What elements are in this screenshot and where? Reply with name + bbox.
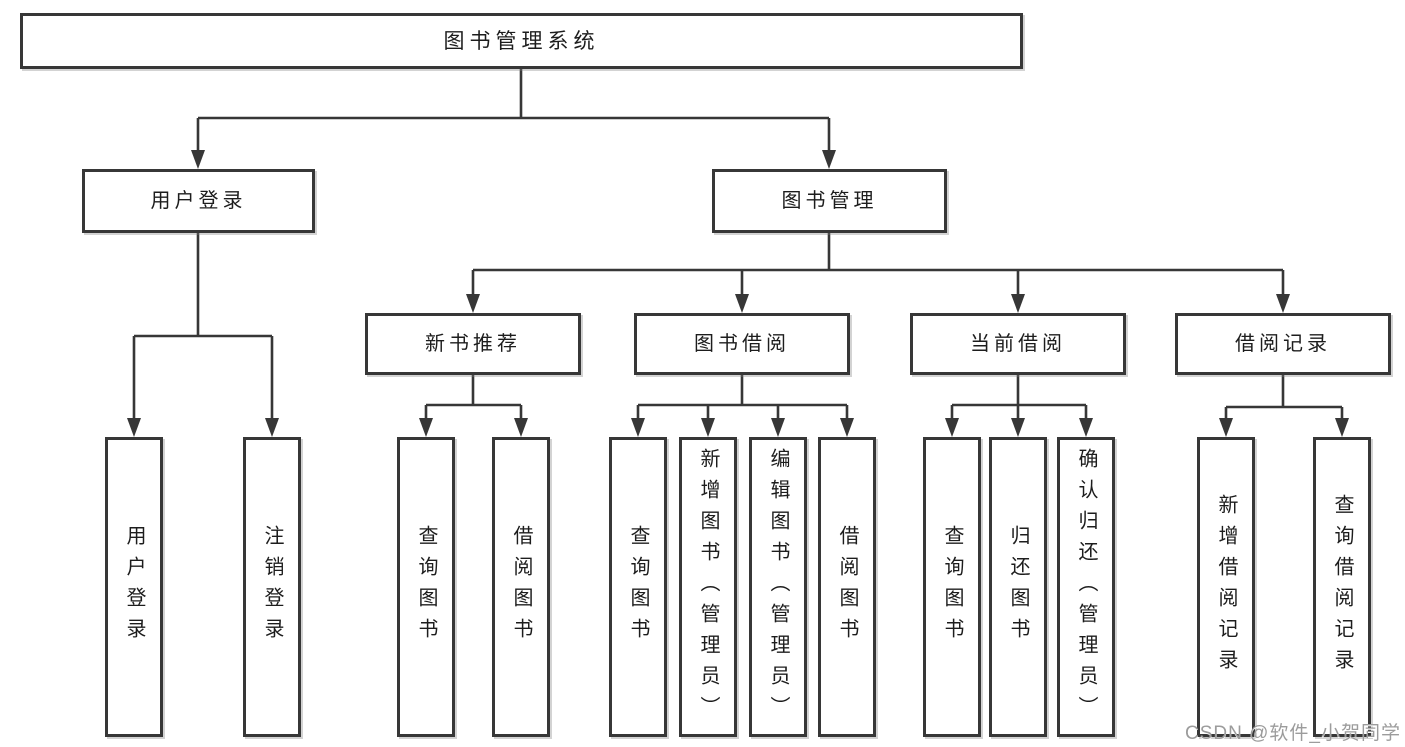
node-user-login-label: 用户登录: [150, 190, 247, 212]
node-current-borrowing: 当前借阅: [910, 313, 1126, 375]
node-library-system: 图书管理系统: [20, 13, 1023, 69]
node-book-management: 图书管理: [712, 169, 947, 233]
node-new-book-recommend-label: 新书推荐: [425, 333, 521, 355]
leaf-query-books-current-label: 查询图书: [941, 525, 963, 649]
node-library-system-label: 图书管理系统: [443, 29, 600, 53]
node-book-borrowing-label: 图书借阅: [694, 333, 790, 355]
connector-user-login-children: [132, 233, 274, 419]
leaf-confirm-return-admin: 确认归还（管理员）: [1057, 437, 1115, 737]
leaf-borrow-books-borrowing: 借阅图书: [818, 437, 876, 737]
leaf-logout: 注销登录: [243, 437, 301, 737]
node-borrow-records: 借阅记录: [1175, 313, 1391, 375]
connector-book-borrowing-children: [636, 375, 849, 419]
leaf-return-books-label: 归还图书: [1007, 525, 1029, 649]
leaf-add-borrow-record: 新增借阅记录: [1197, 437, 1255, 737]
leaf-logout-label: 注销登录: [261, 525, 283, 649]
connector-new-book-children: [424, 375, 523, 419]
leaf-confirm-return-admin-label: 确认归还（管理员）: [1075, 447, 1097, 727]
leaf-query-books-current: 查询图书: [923, 437, 981, 737]
leaf-borrow-books-borrowing-label: 借阅图书: [836, 525, 858, 649]
leaf-query-books-recommend: 查询图书: [397, 437, 455, 737]
node-current-borrowing-label: 当前借阅: [970, 333, 1066, 355]
leaf-user-login-label: 用户登录: [123, 525, 145, 649]
node-book-borrowing: 图书借阅: [634, 313, 850, 375]
leaf-query-books-recommend-label: 查询图书: [415, 525, 437, 649]
connector-current-borrowing-children: [950, 375, 1088, 419]
leaf-borrow-books-recommend: 借阅图书: [492, 437, 550, 737]
leaf-add-book-admin: 新增图书（管理员）: [679, 437, 737, 737]
leaf-user-login: 用户登录: [105, 437, 163, 737]
watermark: CSDN @软件_小贺同学: [1185, 723, 1401, 744]
leaf-query-borrow-record: 查询借阅记录: [1313, 437, 1371, 737]
leaf-borrow-books-recommend-label: 借阅图书: [510, 525, 532, 649]
node-book-management-label: 图书管理: [781, 190, 878, 212]
leaf-edit-book-admin: 编辑图书（管理员）: [749, 437, 807, 737]
leaf-add-borrow-record-label: 新增借阅记录: [1215, 494, 1237, 680]
connector-book-management-children: [471, 233, 1285, 295]
node-borrow-records-label: 借阅记录: [1235, 333, 1331, 355]
connector-root-to-level2: [196, 69, 831, 151]
leaf-return-books: 归还图书: [989, 437, 1047, 737]
leaf-query-books-borrowing: 查询图书: [609, 437, 667, 737]
node-new-book-recommend: 新书推荐: [365, 313, 581, 375]
leaf-edit-book-admin-label: 编辑图书（管理员）: [767, 447, 789, 727]
node-user-login: 用户登录: [82, 169, 315, 233]
connector-borrow-records-children: [1224, 375, 1344, 419]
leaf-query-books-borrowing-label: 查询图书: [627, 525, 649, 649]
leaf-add-book-admin-label: 新增图书（管理员）: [697, 447, 719, 727]
leaf-query-borrow-record-label: 查询借阅记录: [1331, 494, 1353, 680]
